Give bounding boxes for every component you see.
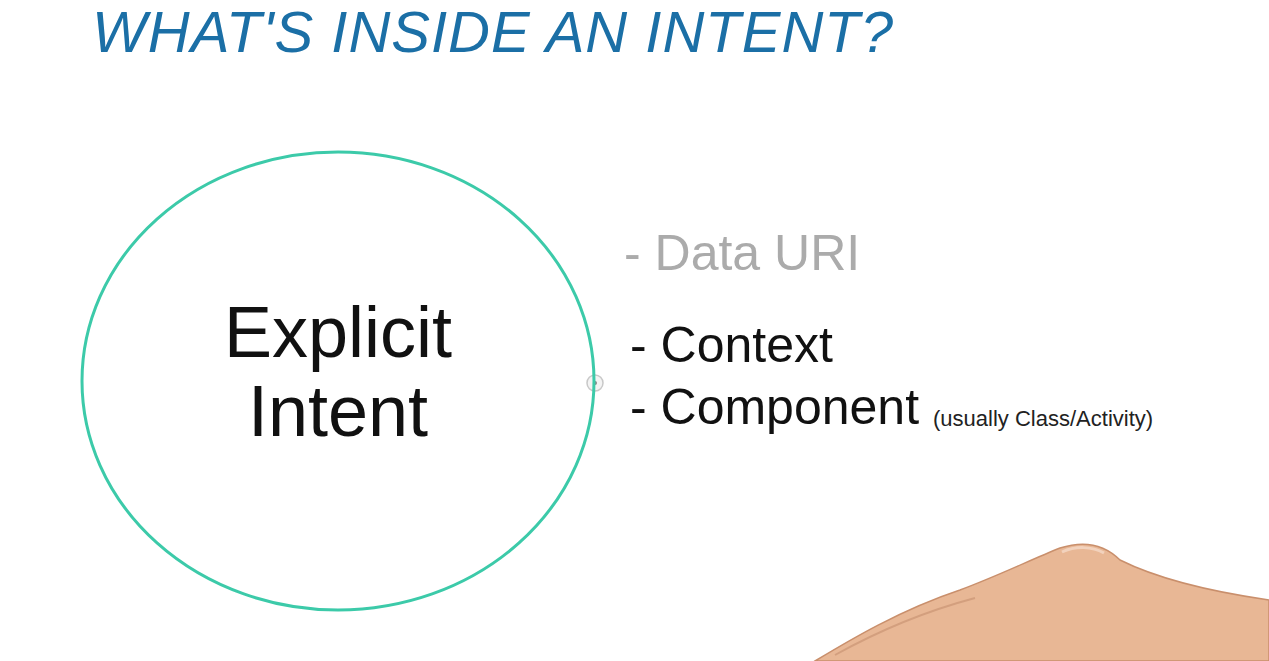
hand-crease	[835, 598, 975, 655]
note-text: (usually Class/Activity)	[933, 407, 1153, 431]
fingernail	[1062, 548, 1104, 553]
list-item: - Context	[630, 318, 833, 373]
hand-illustration	[815, 544, 1269, 661]
intent-circle: Explicit Intent	[80, 150, 596, 612]
slide-title: WHAT'S INSIDE AN INTENT?	[92, 0, 894, 65]
circle-outline-path	[82, 152, 594, 610]
list-item-grey: - Data URI	[624, 226, 860, 281]
node-label: Explicit Intent	[178, 293, 498, 451]
list-item: - Component	[630, 380, 919, 435]
